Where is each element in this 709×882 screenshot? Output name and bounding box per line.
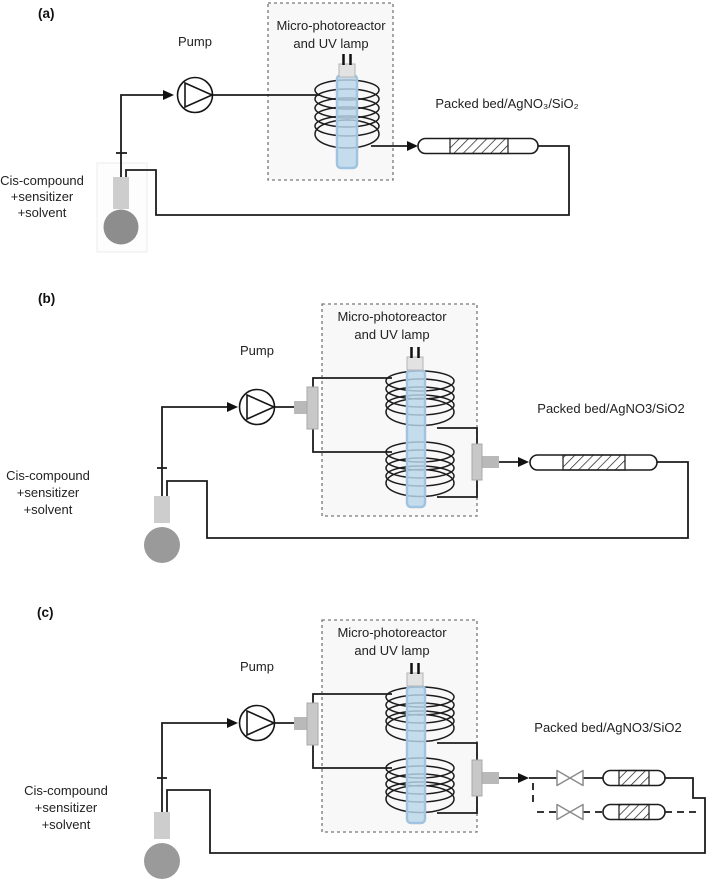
packed-bed-label: Packed bed/AgNO3/SiO2 [534, 720, 681, 735]
panel-a: (a) Micro-photoreactor and UV lamp Pump … [0, 2, 579, 253]
panel-tag: (c) [37, 605, 54, 620]
uv-lamp-prongs-icon [410, 663, 420, 674]
packed-bed-label: Packed bed/AgNO3/SiO2 [537, 401, 684, 416]
reactor-label-line2: and UV lamp [354, 643, 429, 658]
pump-label: Pump [178, 34, 212, 49]
uv-lamp-tube [335, 73, 359, 170]
return-pipe [166, 461, 689, 539]
feed-label-line2: +sensitizer [11, 189, 74, 204]
panel-tag: (a) [38, 6, 55, 21]
feed-label-line3: +solvent [42, 817, 91, 832]
flow-arrow-icon [163, 90, 174, 100]
feed-label-line1: Cis-compound [24, 783, 108, 798]
flask-bulb [144, 843, 180, 879]
merger-stub [482, 772, 499, 784]
splitter-bar [306, 386, 319, 430]
flask-bulb [144, 527, 180, 563]
reactor-box [267, 2, 394, 181]
flow-arrow-icon [518, 773, 529, 783]
uv-lamp-cap [406, 672, 424, 687]
feed-pipe [161, 406, 227, 496]
flask-neck [113, 177, 129, 209]
valve-icon [556, 769, 584, 787]
pump-icon [238, 704, 276, 742]
feed-label-line2: +sensitizer [35, 800, 98, 815]
reactor-label-line2: and UV lamp [354, 327, 429, 342]
uv-lamp-tube [405, 368, 427, 509]
valve-icon [556, 803, 584, 821]
merger-bar [471, 443, 483, 481]
packed-bed-hatch [449, 137, 509, 155]
pump-label: Pump [240, 659, 274, 674]
packed-bed-hatch [562, 454, 626, 471]
flow-arrow-icon [227, 718, 238, 728]
flow-arrow-icon [518, 457, 529, 467]
flask-bulb [103, 209, 139, 245]
piping [157, 693, 706, 854]
pump-icon [176, 76, 214, 114]
feed-label-line1: Cis-compound [0, 173, 84, 188]
reactor-label-line1: Micro-photoreactor [337, 309, 447, 324]
reactor-label-line1: Micro-photoreactor [276, 18, 386, 33]
flow-arrow-icon [227, 402, 238, 412]
splitter-bar [306, 702, 319, 746]
packed-bed-hatch [618, 803, 650, 821]
pump-label: Pump [240, 343, 274, 358]
flask-neck [154, 496, 170, 523]
feed-label-line3: +solvent [24, 502, 73, 517]
uv-lamp-cap [406, 356, 424, 371]
uv-lamp-prongs-icon [342, 54, 352, 65]
reactor-label-line1: Micro-photoreactor [337, 625, 447, 640]
panel-c: (c) Micro-photoreactor and UV lamp [24, 605, 706, 879]
panel-tag: (b) [38, 291, 55, 306]
packed-bed-hatch [618, 769, 650, 787]
feed-label-line1: Cis-compound [6, 468, 90, 483]
flask-neck [154, 812, 170, 839]
packed-bed-label: Packed bed/AgNO₃/SiO₂ [435, 96, 578, 111]
bypass-branch-dashed [532, 783, 700, 813]
feed-label-line2: +sensitizer [17, 485, 80, 500]
piping [116, 94, 570, 216]
uv-lamp-cap [338, 63, 356, 78]
pump-icon [238, 388, 276, 426]
panel-b: (b) Micro-photoreactor and UV lamp Pump [6, 291, 689, 563]
feed-label-line3: +solvent [18, 205, 67, 220]
splitter-stub [294, 401, 307, 414]
uv-lamp-tube [405, 684, 427, 825]
reactor-label-line2: and UV lamp [293, 36, 368, 51]
merger-bar [471, 759, 483, 797]
splitter-stub [294, 717, 307, 730]
return-pipe [166, 777, 706, 854]
merger-stub [482, 456, 499, 468]
return-pipe [125, 145, 570, 216]
feed-pipe [161, 722, 227, 812]
flow-arrow-icon [407, 141, 418, 151]
uv-lamp-prongs-icon [410, 347, 420, 358]
feed-pipe [120, 94, 163, 177]
